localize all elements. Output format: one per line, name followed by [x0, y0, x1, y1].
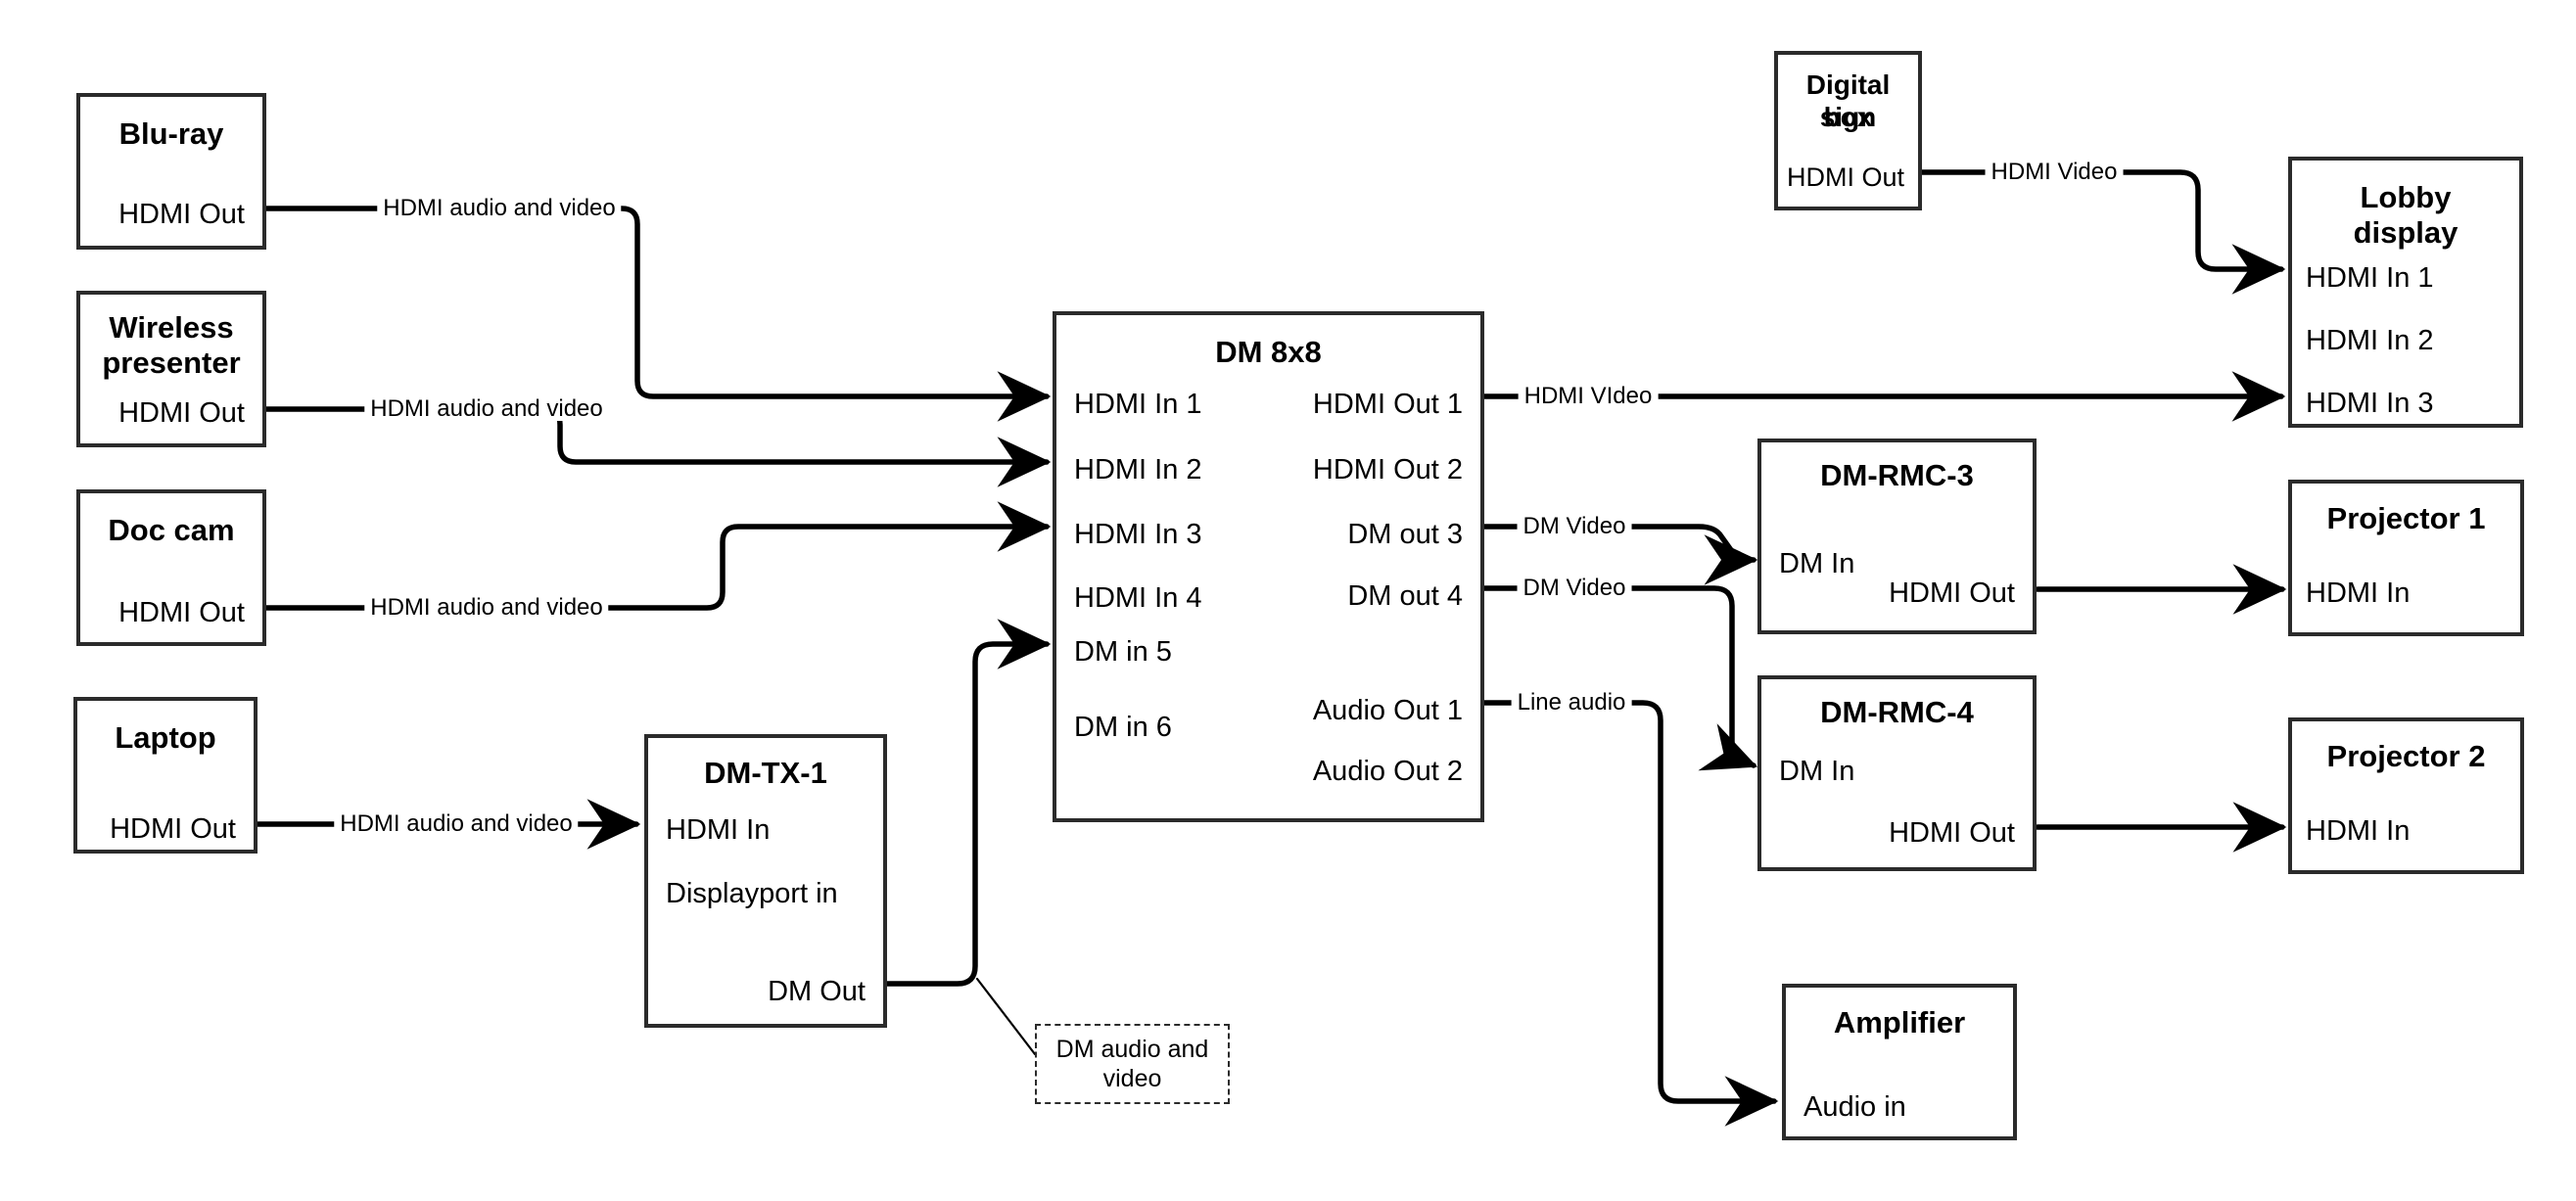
- callout-dm-audio-and-video: DM audio and video: [1035, 1024, 1230, 1104]
- dm-8x8-port-dm-out-3[interactable]: DM out 3: [1347, 519, 1463, 550]
- lobby-display-port-hdmi-in-2[interactable]: HDMI In 2: [2306, 325, 2434, 356]
- node-wireless-presenter[interactable]: Wireless presenter HDMI Out: [76, 291, 266, 447]
- dm-8x8-port-audio-out-2[interactable]: Audio Out 2: [1312, 756, 1463, 787]
- edge-label-doc-cam-to-dm: HDMI audio and video: [364, 596, 609, 620]
- digital-sign-box-port-hdmi-out[interactable]: HDMI Out: [1786, 162, 1904, 192]
- node-projector-1[interactable]: Projector 1 HDMI In: [2288, 480, 2524, 636]
- projector-2-port-hdmi-in[interactable]: HDMI In: [2306, 815, 2411, 847]
- lobby-display-port-hdmi-in-1[interactable]: HDMI In 1: [2306, 262, 2434, 294]
- wireless-presenter-title-line1: Wireless: [109, 310, 234, 345]
- dm-rmc-3-title: DM-RMC-3: [1820, 458, 1974, 492]
- projector-1-port-hdmi-in[interactable]: HDMI In: [2306, 577, 2411, 609]
- amplifier-port-audio-in[interactable]: Audio in: [1803, 1091, 1906, 1123]
- dm-8x8-port-hdmi-in-4[interactable]: HDMI In 4: [1074, 582, 1202, 614]
- dm-tx-1-port-hdmi-in[interactable]: HDMI In: [666, 814, 771, 846]
- dm-8x8-port-hdmi-out-1[interactable]: HDMI Out 1: [1312, 389, 1463, 420]
- dm-8x8-port-hdmi-in-2[interactable]: HDMI In 2: [1074, 454, 1202, 485]
- node-laptop[interactable]: Laptop HDMI Out: [73, 697, 258, 854]
- dm-8x8-port-hdmi-out-2[interactable]: HDMI Out 2: [1312, 454, 1463, 485]
- dm-rmc-3-port-hdmi-out[interactable]: HDMI Out: [1889, 577, 2015, 609]
- blu-ray-port-hdmi-out[interactable]: HDMI Out: [118, 199, 245, 230]
- doc-cam-title: Doc cam: [108, 513, 235, 547]
- node-dm-rmc-3[interactable]: DM-RMC-3 DM In HDMI Out: [1757, 439, 2037, 634]
- node-dm-8x8[interactable]: DM 8x8 HDMI In 1 HDMI In 2 HDMI In 3 HDM…: [1053, 311, 1484, 822]
- node-projector-2[interactable]: Projector 2 HDMI In: [2288, 717, 2524, 874]
- edge-label-laptop-to-tx: HDMI audio and video: [334, 812, 579, 836]
- edge-label-blu-ray-to-dm: HDMI audio and video: [377, 197, 622, 220]
- lobby-display-title-line2: display: [2353, 215, 2459, 250]
- dm-rmc-4-title: DM-RMC-4: [1820, 695, 1974, 729]
- amplifier-title: Amplifier: [1833, 1005, 1966, 1039]
- edge-label-dm-out3-to-rmc3: DM Video: [1517, 515, 1632, 538]
- dm-8x8-port-hdmi-in-3[interactable]: HDMI In 3: [1074, 519, 1202, 550]
- edge-label-wireless-to-dm: HDMI audio and video: [364, 397, 609, 421]
- digital-sign-box-title-line1: Digital sign: [1805, 69, 1891, 133]
- node-lobby-display[interactable]: Lobby display HDMI In 1 HDMI In 2 HDMI I…: [2288, 157, 2523, 428]
- laptop-title: Laptop: [115, 720, 216, 755]
- node-blu-ray[interactable]: Blu-ray HDMI Out: [76, 93, 266, 250]
- node-dm-rmc-4[interactable]: DM-RMC-4 DM In HDMI Out: [1757, 675, 2037, 871]
- dm-tx-1-port-dm-out[interactable]: DM Out: [768, 976, 866, 1007]
- callout-dm-audio-and-video-text: DM audio and video: [1055, 1036, 1209, 1092]
- node-doc-cam[interactable]: Doc cam HDMI Out: [76, 489, 266, 646]
- dm-8x8-port-dm-out-4[interactable]: DM out 4: [1347, 580, 1463, 612]
- wireless-presenter-port-hdmi-out[interactable]: HDMI Out: [118, 397, 245, 429]
- dm-rmc-3-port-dm-in[interactable]: DM In: [1779, 548, 1855, 579]
- dm-8x8-title: DM 8x8: [1215, 335, 1322, 369]
- dm-tx-1-port-displayport-in[interactable]: Displayport in: [666, 878, 838, 909]
- node-amplifier[interactable]: Amplifier Audio in: [1782, 984, 2017, 1140]
- dm-rmc-4-port-dm-in[interactable]: DM In: [1779, 756, 1855, 787]
- dm-8x8-port-dm-in-5[interactable]: DM in 5: [1074, 636, 1172, 668]
- projector-1-title: Projector 1: [2326, 501, 2486, 535]
- lobby-display-port-hdmi-in-3[interactable]: HDMI In 3: [2306, 388, 2434, 419]
- digital-sign-box-title-line2: box: [1823, 102, 1873, 132]
- doc-cam-port-hdmi-out[interactable]: HDMI Out: [118, 597, 245, 628]
- dm-8x8-port-audio-out-1[interactable]: Audio Out 1: [1312, 695, 1463, 726]
- dm-8x8-port-dm-in-6[interactable]: DM in 6: [1074, 712, 1172, 743]
- edge-label-hdmi-out1-to-lobby: HDMI VIdeo: [1518, 385, 1659, 408]
- dm-tx-1-title: DM-TX-1: [704, 756, 827, 790]
- edge-label-dm-out4-to-rmc4: DM Video: [1517, 577, 1632, 600]
- lobby-display-title-line1: Lobby: [2360, 180, 2452, 214]
- node-dm-tx-1[interactable]: DM-TX-1 HDMI In Displayport in DM Out: [644, 734, 887, 1028]
- laptop-port-hdmi-out[interactable]: HDMI Out: [110, 813, 236, 845]
- dm-rmc-4-port-hdmi-out[interactable]: HDMI Out: [1889, 817, 2015, 849]
- edge-label-sign-to-lobby: HDMI Video: [1985, 161, 2124, 184]
- wireless-presenter-title-line2: presenter: [102, 346, 241, 380]
- edge-label-audio-out1-to-amp: Line audio: [1511, 691, 1632, 715]
- node-digital-sign-box[interactable]: Digital sign box HDMI Out: [1774, 51, 1922, 210]
- blu-ray-title: Blu-ray: [118, 116, 224, 151]
- dm-8x8-port-hdmi-in-1[interactable]: HDMI In 1: [1074, 389, 1202, 420]
- projector-2-title: Projector 2: [2326, 739, 2486, 773]
